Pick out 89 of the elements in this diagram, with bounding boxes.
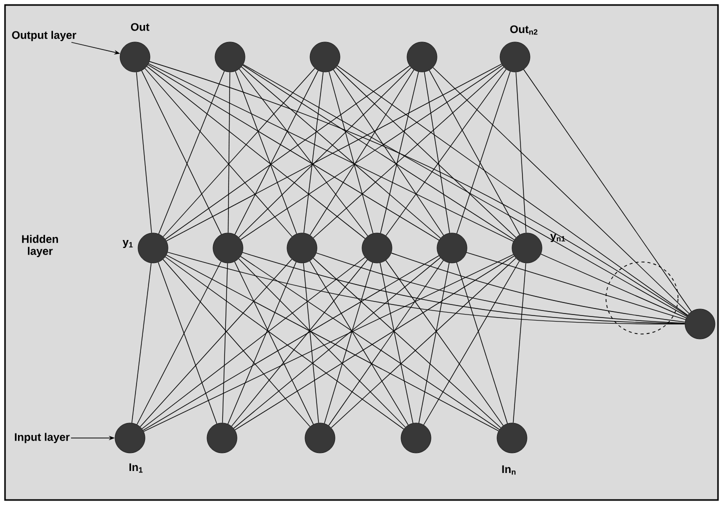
connection-line — [540, 254, 686, 318]
connection-line — [423, 260, 520, 426]
connection-line — [142, 256, 366, 430]
connection-line — [432, 67, 690, 314]
connection-line — [238, 258, 406, 428]
neuron-circle — [286, 232, 318, 264]
neuron-circle — [406, 42, 438, 72]
connection-line — [328, 71, 374, 234]
connection-line — [466, 252, 686, 320]
neuron-circle — [138, 232, 168, 264]
connection-line — [386, 68, 506, 236]
connection-line — [141, 70, 222, 235]
connection-line — [228, 72, 230, 234]
connection-line — [385, 260, 504, 426]
connection-line — [309, 260, 409, 426]
neuron-circle — [114, 422, 146, 454]
connection-line — [144, 68, 292, 237]
connection-line — [418, 262, 450, 424]
connection-line — [316, 252, 686, 324]
connection-line — [158, 262, 218, 424]
connection-line — [516, 72, 526, 234]
layer-label: Input layer — [14, 432, 70, 444]
connection-line — [312, 258, 502, 428]
node-label: Out — [131, 23, 150, 31]
connection-line — [241, 66, 441, 238]
connection-line — [234, 261, 314, 425]
connection-line — [142, 255, 440, 431]
connection-line — [222, 262, 228, 424]
connection-line — [148, 64, 440, 240]
neuron-circle — [206, 422, 238, 454]
node-label: Out$_{n2}$ — [510, 25, 538, 35]
connection-line — [146, 66, 366, 239]
connection-line — [456, 262, 508, 424]
connection-line — [328, 260, 444, 426]
connection-line — [162, 259, 310, 427]
connection-line — [336, 67, 516, 238]
neuron-circle — [214, 42, 246, 72]
layer-label: Hidden layer — [22, 234, 58, 258]
connection-line — [165, 65, 410, 240]
connection-line — [303, 262, 319, 424]
connection-line — [233, 257, 441, 429]
connection-line — [380, 262, 414, 424]
node-label: In$_{n}$ — [502, 465, 516, 475]
node-label: In$_{1}$ — [129, 463, 143, 473]
neuron-circle — [212, 232, 244, 264]
neuron-circle — [362, 232, 392, 264]
neuron-circle — [684, 308, 716, 340]
connection-line — [158, 70, 225, 234]
connection-line — [149, 61, 688, 316]
neuron-circle — [500, 42, 530, 72]
connection-line — [228, 262, 296, 424]
connection-line — [235, 70, 297, 234]
neuron-circle — [496, 422, 528, 454]
connection-line — [242, 252, 686, 324]
connection-line — [167, 252, 686, 324]
node-label: y$_{n1}$ — [550, 234, 566, 242]
connection-line — [312, 66, 504, 238]
connection-line — [337, 65, 688, 316]
connection-line — [136, 261, 222, 425]
connection-line — [164, 256, 404, 430]
connection-line — [428, 70, 520, 236]
connection-line — [238, 68, 368, 236]
neuron-circle — [436, 232, 468, 264]
connection-line — [512, 262, 526, 424]
connection-line — [136, 72, 152, 234]
neuron-circle — [400, 422, 432, 454]
neuron-circle — [304, 422, 336, 454]
connection-line — [131, 262, 152, 424]
connection-line — [324, 262, 373, 424]
connection-line — [162, 68, 316, 238]
connection-line — [456, 71, 511, 234]
connection-line — [303, 72, 324, 234]
connection-line — [234, 70, 318, 235]
connection-line — [140, 258, 292, 428]
connection-line — [333, 69, 444, 236]
connection-line — [231, 259, 368, 427]
connection-line — [330, 258, 516, 428]
layer-label: Output layer — [12, 30, 76, 42]
connection-line — [310, 70, 414, 236]
connection-line — [238, 67, 412, 238]
neuron-circle — [310, 42, 340, 72]
connection-line — [523, 69, 692, 312]
connection-line — [380, 71, 419, 234]
connection-line — [424, 72, 450, 234]
node-label: y$_{1}$ — [122, 240, 133, 248]
connection-line — [391, 252, 686, 322]
connection-line — [242, 64, 688, 317]
neuron-circle — [512, 232, 542, 264]
neuron-circle — [120, 42, 150, 72]
